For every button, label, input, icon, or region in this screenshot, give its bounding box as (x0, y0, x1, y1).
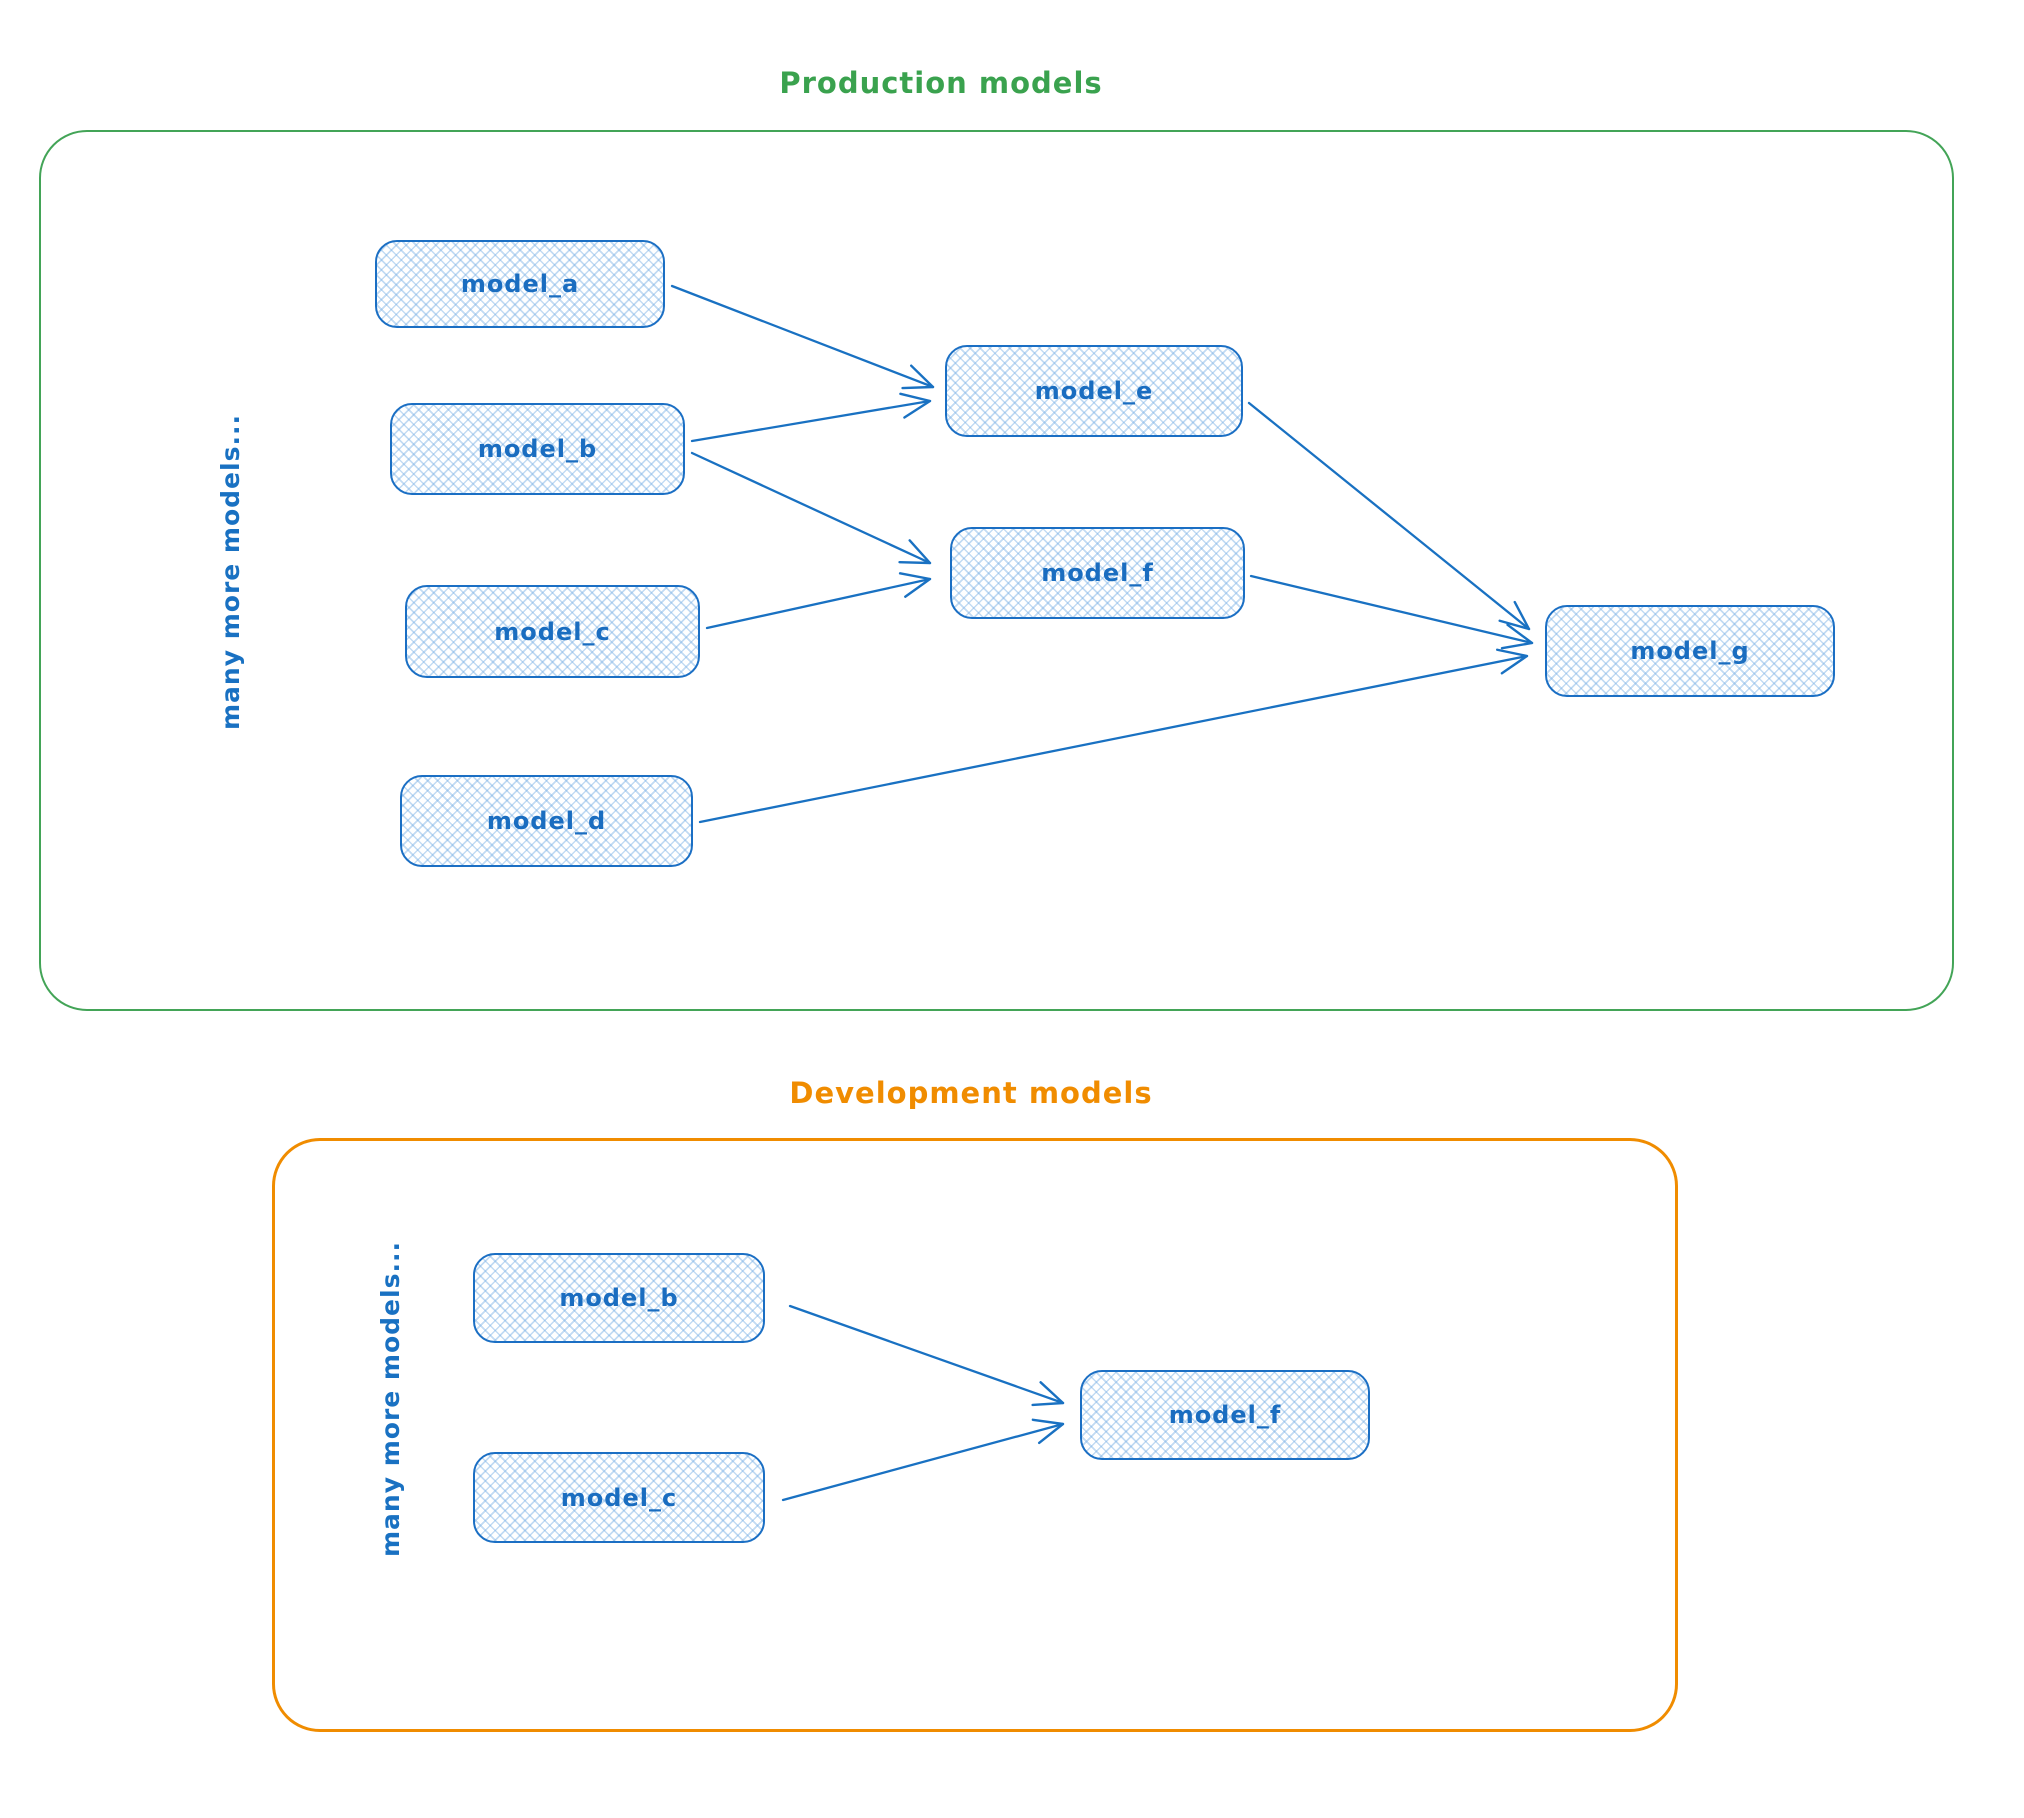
node-production-model_g: model_g (1545, 605, 1835, 697)
development-section-title: Development models (789, 1076, 1153, 1110)
node-label: model_f (1168, 1401, 1282, 1429)
production-frame (39, 130, 1954, 1011)
node-development-model_f: model_f (1080, 1370, 1370, 1460)
node-production-model_d: model_d (400, 775, 693, 867)
node-production-model_f: model_f (950, 527, 1245, 619)
node-label: model_d (486, 807, 607, 835)
development-side-label: many more models... (376, 1241, 405, 1557)
node-label: model_b (477, 435, 598, 463)
node-label: model_e (1034, 377, 1154, 405)
development-frame (272, 1138, 1678, 1732)
production-section-title: Production models (779, 66, 1103, 100)
node-label: model_f (1041, 559, 1154, 587)
node-label: model_c (494, 617, 611, 646)
production-side-label: many more models... (216, 414, 245, 730)
node-development-model_c: model_c (473, 1452, 765, 1543)
node-production-model_c: model_c (405, 585, 700, 678)
node-label: model_g (1630, 637, 1750, 665)
node-development-model_b: model_b (473, 1253, 765, 1343)
node-production-model_b: model_b (390, 403, 685, 495)
node-label: model_a (460, 270, 580, 298)
node-label: model_c (560, 1483, 678, 1512)
node-production-model_a: model_a (375, 240, 665, 328)
node-production-model_e: model_e (945, 345, 1243, 437)
node-label: model_b (559, 1284, 679, 1312)
